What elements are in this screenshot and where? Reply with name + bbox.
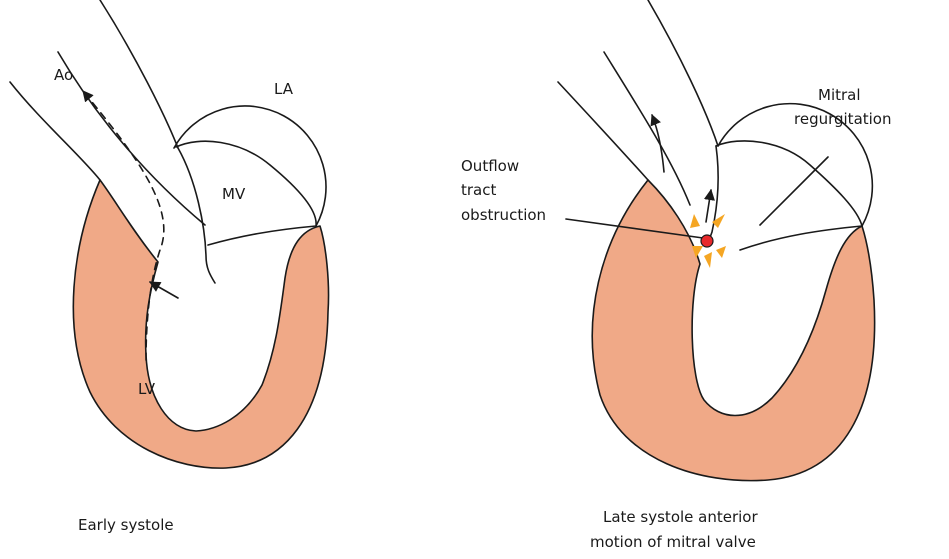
early-systole-diagram: Ao LA MV LV Early systole bbox=[10, 0, 329, 534]
ejection-arrow-upper bbox=[652, 115, 664, 172]
caption-line2: motion of mitral valve bbox=[590, 533, 756, 551]
label-mv: MV bbox=[222, 185, 246, 203]
label-lv: LV bbox=[138, 380, 156, 398]
aortic-wall-left bbox=[558, 82, 648, 180]
label-obs-line2: tract bbox=[461, 181, 496, 199]
outflow-wall bbox=[648, 0, 718, 146]
label-obs-line1: Outflow bbox=[461, 157, 519, 175]
label-ao: Ao bbox=[54, 66, 73, 84]
obstruction-point bbox=[701, 235, 713, 247]
label-la: LA bbox=[274, 80, 294, 98]
regurgitation-pointer-line bbox=[760, 157, 828, 225]
caption-early-systole: Early systole bbox=[78, 516, 174, 534]
ejection-arrow-small bbox=[706, 190, 711, 222]
mitral-leaflet-sam bbox=[706, 146, 718, 244]
label-mr-line1: Mitral bbox=[818, 86, 861, 104]
label-mr-line2: regurgitation bbox=[794, 110, 892, 128]
mitral-leaflet-anterior bbox=[178, 148, 215, 283]
label-outflow-tract-obstruction: Outflow tract obstruction bbox=[461, 157, 546, 224]
left-ventricle-myocardium bbox=[592, 180, 874, 481]
left-atrium-circle bbox=[174, 106, 326, 226]
caption-late-systole: Late systole anterior motion of mitral v… bbox=[590, 508, 762, 551]
late-systole-diagram: Mitral regurgitation Outflow tract obstr… bbox=[461, 0, 892, 551]
label-obs-line3: obstruction bbox=[461, 206, 546, 224]
aortic-wall-right bbox=[58, 52, 205, 225]
label-mitral-regurgitation: Mitral regurgitation bbox=[794, 86, 892, 128]
left-ventricle-myocardium bbox=[73, 180, 328, 468]
mitral-valve-annulus bbox=[176, 141, 316, 226]
caption-line1: Late systole anterior bbox=[603, 508, 758, 526]
mitral-valve-annulus bbox=[716, 141, 862, 226]
flow-arrow bbox=[150, 282, 178, 298]
